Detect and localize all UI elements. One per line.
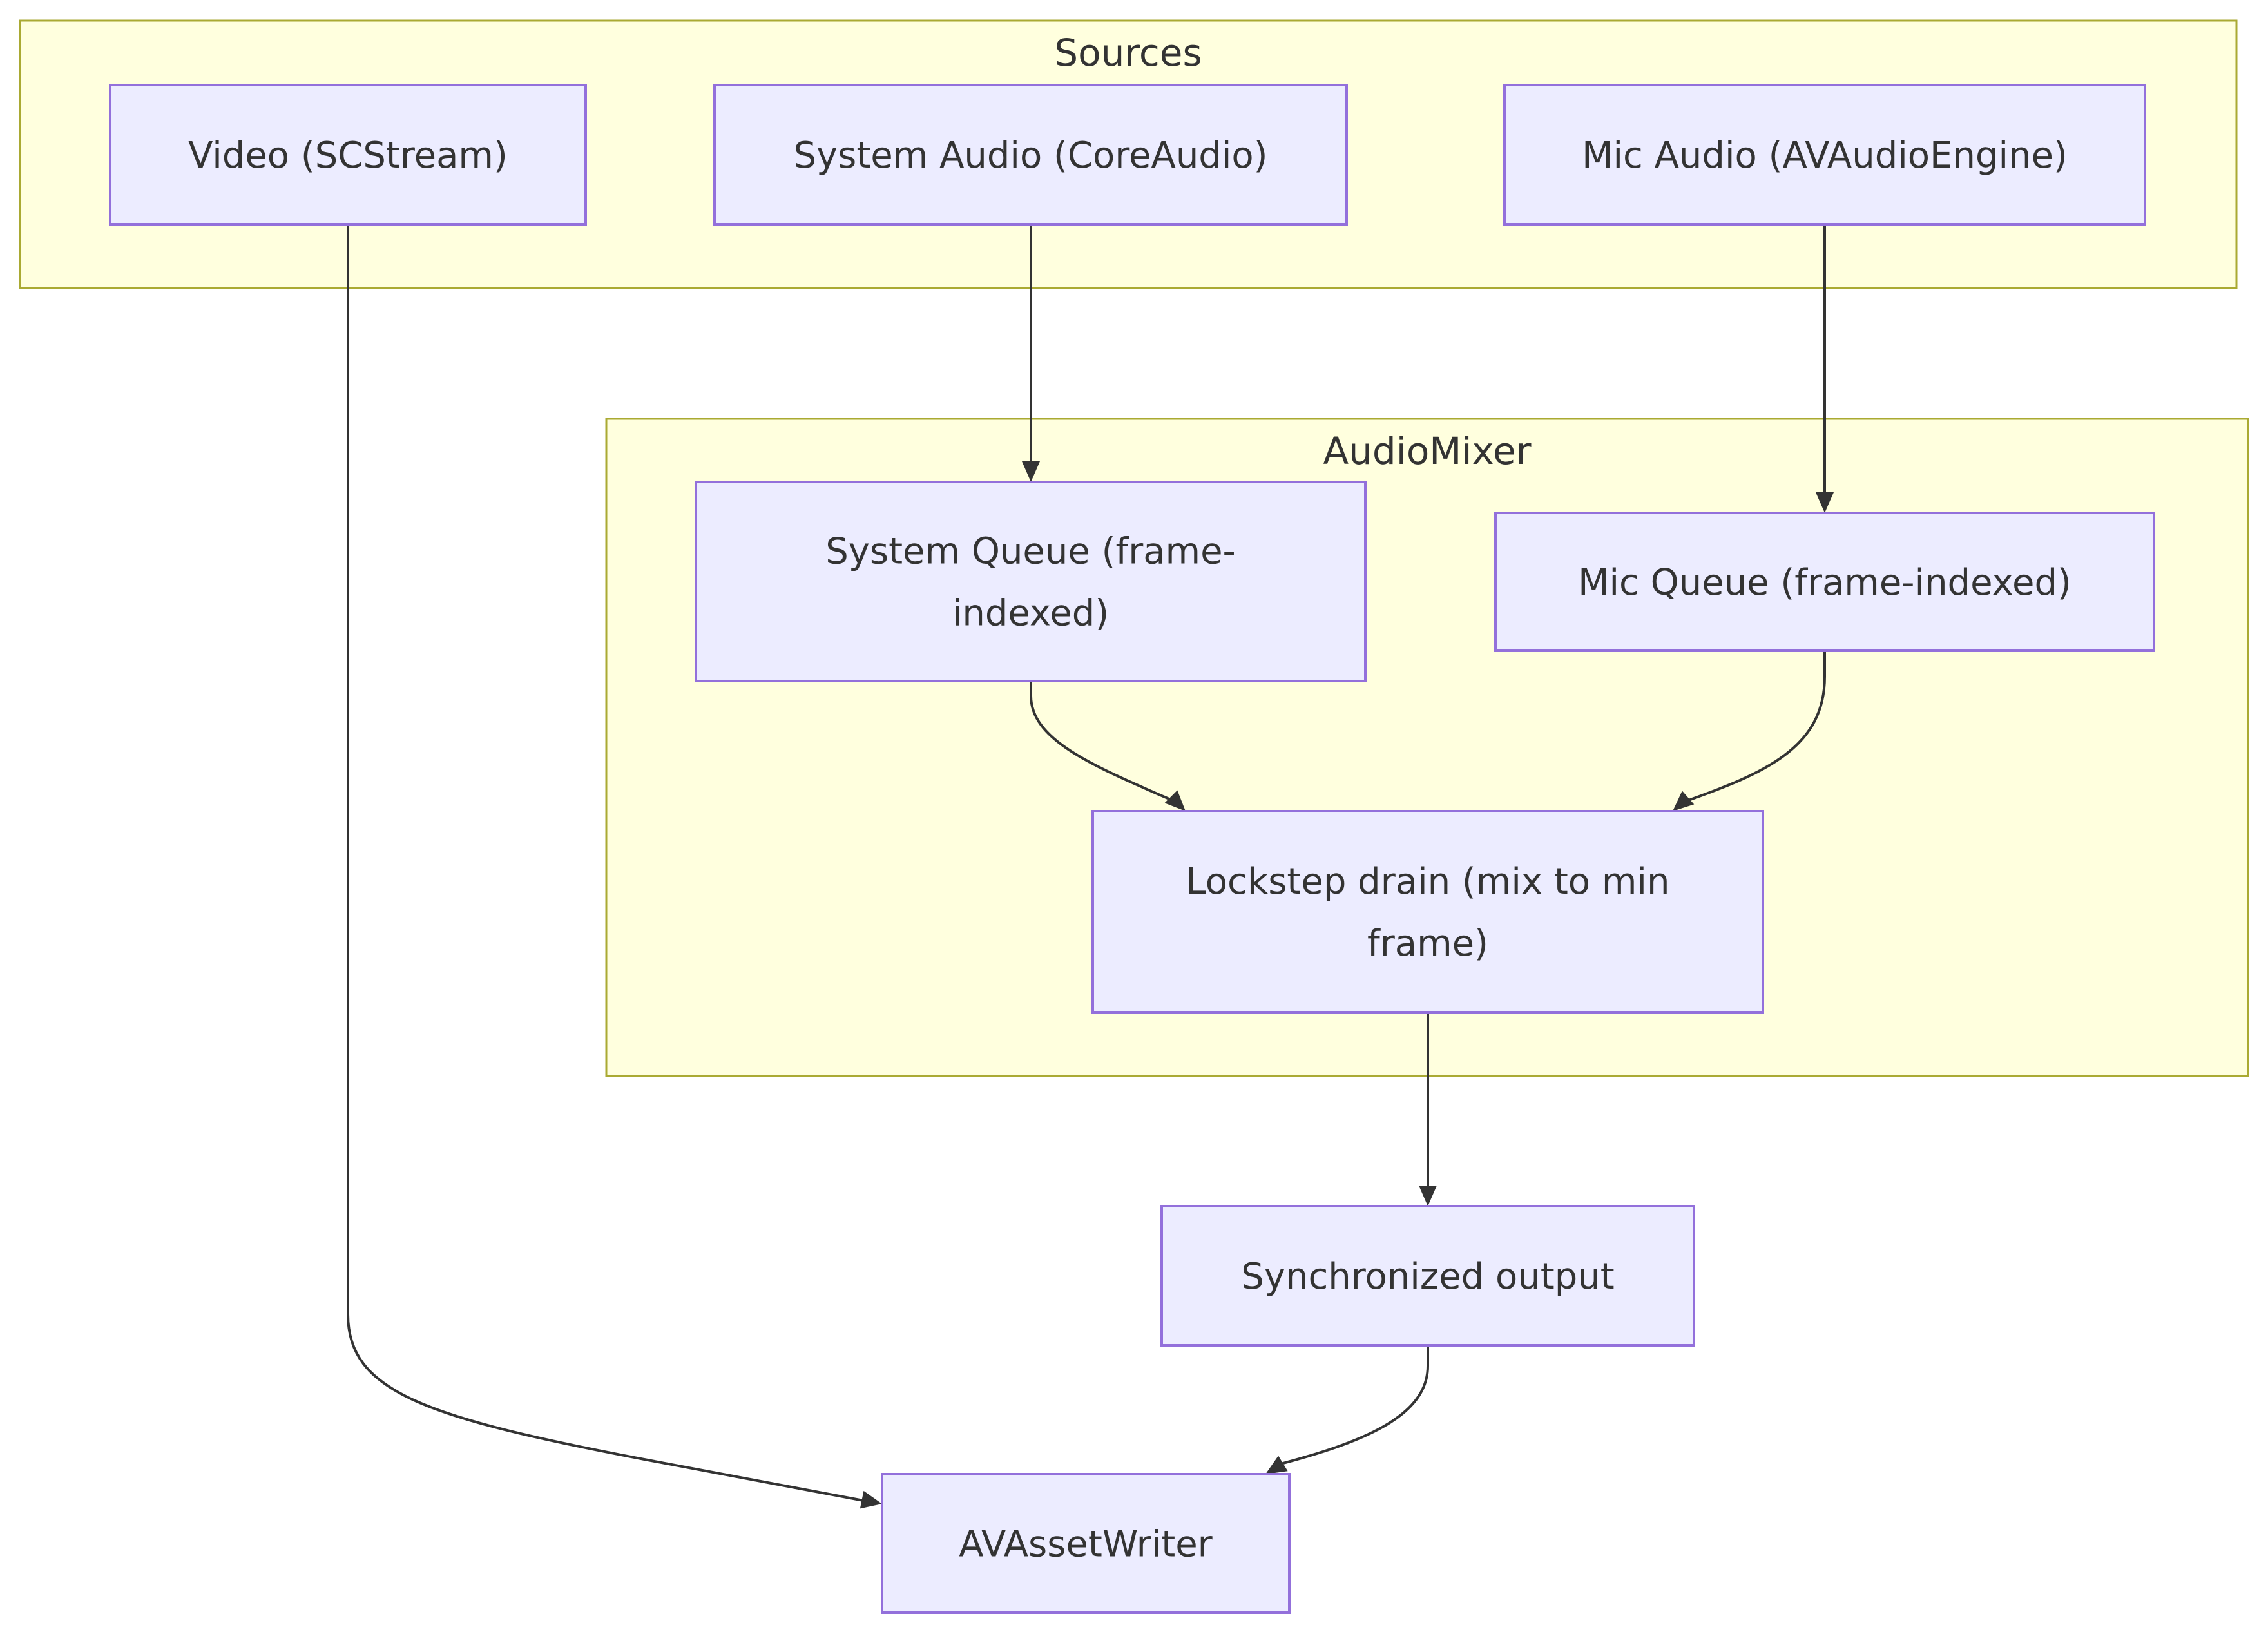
arrowhead-icon xyxy=(1673,791,1695,811)
node-micaudio[interactable]: Mic Audio (AVAudioEngine) xyxy=(1503,84,2146,226)
edge-line xyxy=(1682,651,1826,803)
edge-line xyxy=(1275,1345,1429,1466)
node-writer[interactable]: AVAssetWriter xyxy=(881,1473,1291,1614)
node-label: frame) xyxy=(1367,923,1488,965)
node-box xyxy=(1494,512,2155,652)
node-video[interactable]: Video (SCStream) xyxy=(109,84,587,226)
node-box xyxy=(1091,810,1764,1014)
node-box xyxy=(109,84,587,226)
edge-line xyxy=(1030,681,1177,803)
edge-sysaudio-to-sysqueue xyxy=(1022,224,1040,482)
node-lockstep[interactable]: Lockstep drain (mix to min frame) xyxy=(1091,810,1764,1014)
node-label: Video (SCStream) xyxy=(188,135,508,177)
node-label: Lockstep drain (mix to min xyxy=(1186,861,1670,903)
edge-micqueue-to-lockstep xyxy=(1673,651,1826,811)
node-label: indexed) xyxy=(952,593,1109,635)
edge-syncout-to-writer xyxy=(1265,1345,1429,1474)
arrowhead-icon xyxy=(1816,492,1834,513)
node-label: Mic Queue (frame-indexed) xyxy=(1578,562,2071,604)
cluster-title: Sources xyxy=(1054,31,1202,75)
node-box xyxy=(1160,1205,1695,1347)
arrowhead-icon xyxy=(1265,1456,1288,1474)
node-label: System Audio (CoreAudio) xyxy=(793,135,1267,177)
node-sysqueue[interactable]: System Queue (frame-indexed) xyxy=(695,481,1367,682)
node-micqueue[interactable]: Mic Queue (frame-indexed) xyxy=(1494,512,2155,652)
edge-sysqueue-to-lockstep xyxy=(1030,681,1186,811)
arrowhead-icon xyxy=(1419,1186,1437,1206)
node-label: AVAssetWriter xyxy=(959,1524,1213,1566)
cluster-title: AudioMixer xyxy=(1323,429,1531,473)
arrowhead-icon xyxy=(860,1490,882,1509)
edges-layer xyxy=(347,224,1834,1509)
node-sysaudio[interactable]: System Audio (CoreAudio) xyxy=(713,84,1348,226)
node-box xyxy=(695,481,1367,682)
node-box xyxy=(881,1473,1291,1614)
node-label: Mic Audio (AVAudioEngine) xyxy=(1582,135,2068,177)
edge-line xyxy=(347,224,871,1503)
edge-lockstep-to-syncout xyxy=(1419,1012,1437,1206)
arrowhead-icon xyxy=(1164,790,1186,811)
node-label: System Queue (frame- xyxy=(825,531,1236,573)
node-label: Synchronized output xyxy=(1241,1256,1614,1298)
node-box xyxy=(713,84,1348,226)
arrowhead-icon xyxy=(1022,461,1040,482)
node-syncout[interactable]: Synchronized output xyxy=(1160,1205,1695,1347)
edge-micaudio-to-micqueue xyxy=(1816,224,1834,513)
node-box xyxy=(1503,84,2146,226)
edge-video-to-writer xyxy=(347,224,882,1509)
nodes-layer: Video (SCStream) System Audio (CoreAudio)… xyxy=(109,84,2155,1614)
